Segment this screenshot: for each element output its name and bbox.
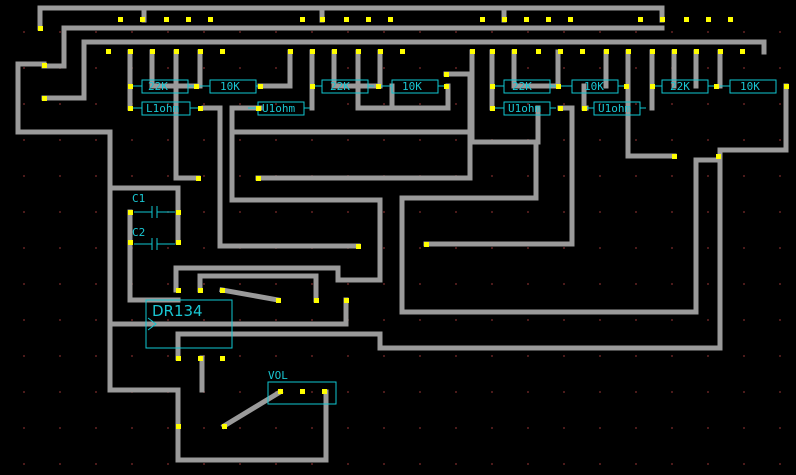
- label-u2: U1ohm: [262, 102, 295, 115]
- c2-symbol: [134, 238, 175, 250]
- trace-bot-a: [107, 321, 329, 463]
- label-r5: 22K: [512, 80, 532, 93]
- trace-rail-3: [61, 25, 665, 43]
- trace-vol-diag: [220, 388, 284, 430]
- pad-left-1: [38, 26, 43, 31]
- trace-cap-a: [107, 185, 181, 245]
- pad-row-top: [118, 17, 733, 22]
- trace-s2-e: [389, 83, 451, 111]
- trace-s1-i: [257, 49, 293, 89]
- label-u4: U1ohm: [598, 102, 631, 115]
- trace-rail-6: [15, 61, 113, 135]
- trace-ic-diag: [219, 287, 281, 303]
- trace-s1-e: [107, 129, 349, 327]
- trace-rail-5: [81, 39, 767, 99]
- pad-misc: [128, 154, 721, 249]
- pads: [38, 17, 789, 429]
- pad-row-resistors: [128, 72, 789, 111]
- pad-ic: [176, 288, 349, 361]
- label-c2: C2: [132, 226, 145, 239]
- trace-s3-e: [423, 105, 575, 247]
- label-u1: L1ohm: [146, 102, 179, 115]
- trace-s3-h: [399, 139, 539, 201]
- trace-s3-b: [511, 49, 561, 89]
- trace-s2-b: [331, 49, 383, 89]
- trace-s3-d: [469, 49, 541, 145]
- label-r2: 10K: [220, 80, 240, 93]
- c1-symbol: [134, 206, 175, 218]
- trace-s1-d: [173, 49, 201, 181]
- label-vol: VOL: [268, 369, 288, 382]
- label-r1: 22K: [148, 80, 168, 93]
- ic-outline: [145, 299, 233, 349]
- label-r8: 10K: [740, 80, 760, 93]
- trace-s4-g: [175, 83, 789, 361]
- label-r6: 10K: [584, 80, 604, 93]
- label-r7: 22K: [670, 80, 690, 93]
- label-r3: 22K: [330, 80, 350, 93]
- trace-rail-4: [41, 37, 67, 69]
- ic-pin1-marker: [147, 317, 157, 331]
- trace-s1-g: [229, 105, 473, 135]
- trace-s3-g: [399, 157, 721, 315]
- label-u3: U1ohm: [508, 102, 541, 115]
- labels: 22K 10K 22K 10K 22K 10K 22K 10K L1ohm U1…: [132, 80, 760, 382]
- trace-ic-top: [197, 273, 319, 303]
- trace-s1-h: [173, 129, 383, 293]
- trace-top-rail: [37, 5, 665, 31]
- pad-left-2: [42, 63, 47, 68]
- pad-row-second: [106, 49, 745, 54]
- label-ic: DR134: [152, 302, 203, 320]
- pad-left-3: [42, 96, 47, 101]
- label-r4: 10K: [402, 80, 422, 93]
- vol-outline: [267, 381, 337, 405]
- trace-s1-b: [149, 49, 203, 89]
- label-c1: C1: [132, 192, 145, 205]
- pad-vol: [176, 389, 327, 429]
- trace-s1-f: [201, 105, 361, 249]
